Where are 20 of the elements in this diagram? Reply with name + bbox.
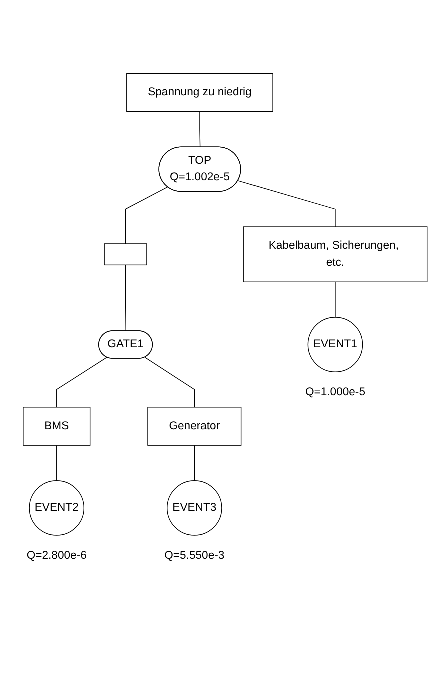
connector [335,282,336,318]
connector [56,357,108,408]
node-box [104,244,148,266]
connector [144,357,195,408]
node-circle: EVENT2 [29,480,85,536]
node-box: Generator [148,407,242,446]
connector [125,187,168,244]
node-box: BMS [23,407,91,446]
connector [125,265,126,332]
node-label: Q=1.000e-5 [305,386,366,398]
node-box: Spannung zu niedrig [126,73,274,112]
node-label: Q=2.800e-6 [26,550,87,562]
node-circle: EVENT3 [167,480,222,536]
node-box: Kabelbaum, Sicherungen, etc. [243,226,428,283]
connector [56,445,58,482]
node-label: Q=5.550e-3 [164,550,225,562]
connector [194,445,195,482]
connector [238,180,336,228]
connector [200,112,201,148]
node-circle: EVENT1 [308,317,364,373]
